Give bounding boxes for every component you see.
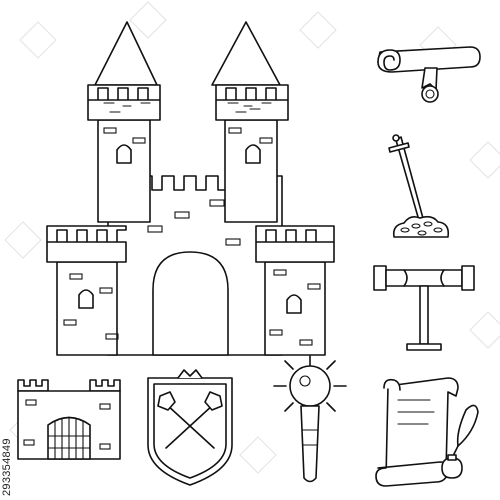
- sword-in-treasure-icon: [388, 134, 450, 238]
- stock-id-label: 293354849: [0, 434, 14, 500]
- scroll-with-seal-icon: [377, 46, 481, 103]
- fortress-gate-icon: [17, 379, 121, 460]
- morning-star-mace-icon: [273, 355, 347, 483]
- pillory-icon: [373, 265, 475, 351]
- heraldic-shield-icon: [147, 369, 233, 486]
- parchment-with-quill-icon: [375, 377, 479, 487]
- castle-icon: [46, 21, 335, 356]
